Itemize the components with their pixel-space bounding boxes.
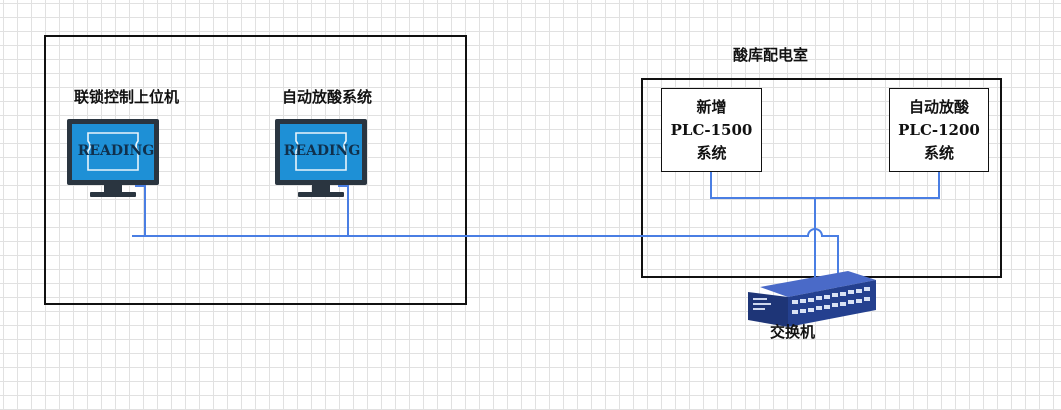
screen-text-1: READING	[78, 143, 155, 159]
label-interlock-pc: 联锁控制上位机	[74, 88, 180, 106]
control-room-frame	[44, 35, 467, 305]
new-plc-line2: PLC-1500	[670, 120, 753, 139]
label-auto-acid-system: 自动放酸系统	[282, 88, 373, 106]
screen-text-2: READING	[284, 143, 361, 159]
auto-plc-line1: 自动放酸	[908, 97, 969, 116]
link-pc1	[135, 185, 146, 236]
label-switch: 交换机	[770, 323, 816, 341]
box-auto-plc-1200: 自动放酸 PLC-1200 系统	[889, 88, 989, 172]
plc-bus	[710, 172, 940, 199]
network-switch-icon	[748, 271, 876, 327]
auto-plc-line3: 系统	[923, 143, 954, 162]
box-new-plc-1500: 新增 PLC-1500 系统	[661, 88, 762, 172]
label-acid-room: 酸库配电室	[733, 46, 809, 64]
new-plc-line3: 系统	[696, 143, 727, 162]
monitor-interlock-pc: READING	[67, 119, 159, 197]
new-plc-line1: 新增	[696, 97, 727, 116]
link-pc2	[338, 185, 349, 236]
monitor-auto-acid: READING	[275, 119, 367, 197]
main-bus	[145, 228, 839, 300]
auto-plc-line2: PLC-1200	[898, 120, 980, 139]
